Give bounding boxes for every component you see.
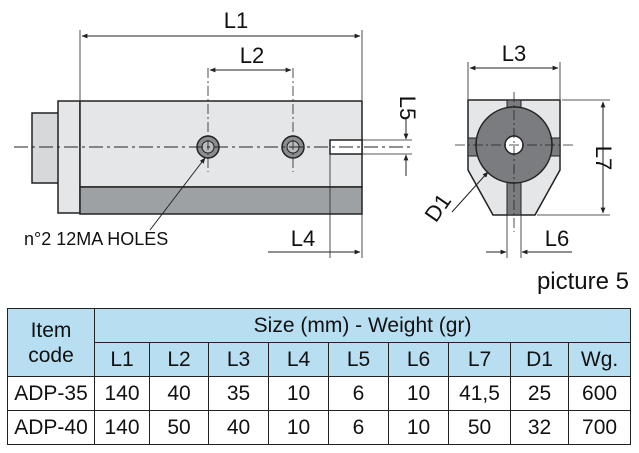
table-cell: 140 [94,410,150,445]
holes-note: n°2 12MA HOLES [24,229,168,249]
item-header-line1: Item [30,318,72,342]
table-header-row-group: Item code Size (mm) - Weight (gr) [7,308,632,377]
column-header: Wg. [567,342,632,377]
table-cell: 6 [328,410,389,445]
column-header: L1 [94,342,150,377]
table-cell: 50 [448,410,511,445]
table-cell: 140 [94,376,150,411]
table-header-row-columns: L1 L2 L3 L4 L5 L6 L7 D1 Wg. [8,342,632,377]
end-cap [31,112,61,184]
column-header: D1 [510,342,569,377]
table-cell: 40 [149,376,209,411]
table-cell: 32 [510,410,569,445]
l3-label: L3 [502,41,526,66]
l1-label: L1 [224,8,248,33]
table-cell: 700 [567,410,632,445]
column-header: L4 [268,342,329,377]
table-cell: 25 [510,376,569,411]
column-header: L7 [448,342,511,377]
size-weight-table: Item code Size (mm) - Weight (gr) L1 L2 … [7,308,632,445]
column-header: L6 [388,342,449,377]
table-cell: 50 [149,410,209,445]
d1-label: D1 [420,189,457,226]
holes-leader [149,157,206,231]
end-flange [57,100,81,214]
side-view: L1 L2 L5 L4 n°2 12MA HOLES [14,8,420,258]
column-header: L5 [328,342,389,377]
d1-leader [451,171,489,213]
table-cell: 35 [208,376,269,411]
table-cell: 10 [388,410,449,445]
table-cell: 10 [268,376,329,411]
table-cell: 40 [208,410,269,445]
table-cell: 10 [268,410,329,445]
table-cell: 10 [388,376,449,411]
item-code-header: Item code [7,308,95,377]
picture-caption: picture 5 [536,268,629,295]
table-row: ADP-40 140 50 40 10 6 10 50 32 700 [7,410,632,445]
base-plate [79,186,363,215]
l2-label: L2 [240,43,264,68]
l6-label: L6 [545,226,569,251]
end-view: L3 L7 L6 D1 [420,41,616,258]
technical-drawing: L1 L2 L5 L4 n°2 12MA HOLES [14,8,616,258]
table-row: ADP-35 140 40 35 10 6 10 41,5 25 600 [7,376,632,411]
column-header: L3 [208,342,269,377]
item-header-line2: code [28,343,74,367]
item-code-cell: ADP-40 [7,410,95,445]
size-weight-group-header: Size (mm) - Weight (gr) [93,308,632,343]
table-cell: 41,5 [448,376,511,411]
l5-label: L5 [395,96,420,120]
l7-label: L7 [591,146,616,170]
column-header: L2 [149,342,209,377]
item-code-cell: ADP-35 [7,376,95,411]
main-body [79,100,363,188]
table-cell: 6 [328,376,389,411]
table-cell: 600 [567,376,632,411]
l4-label: L4 [291,226,315,251]
